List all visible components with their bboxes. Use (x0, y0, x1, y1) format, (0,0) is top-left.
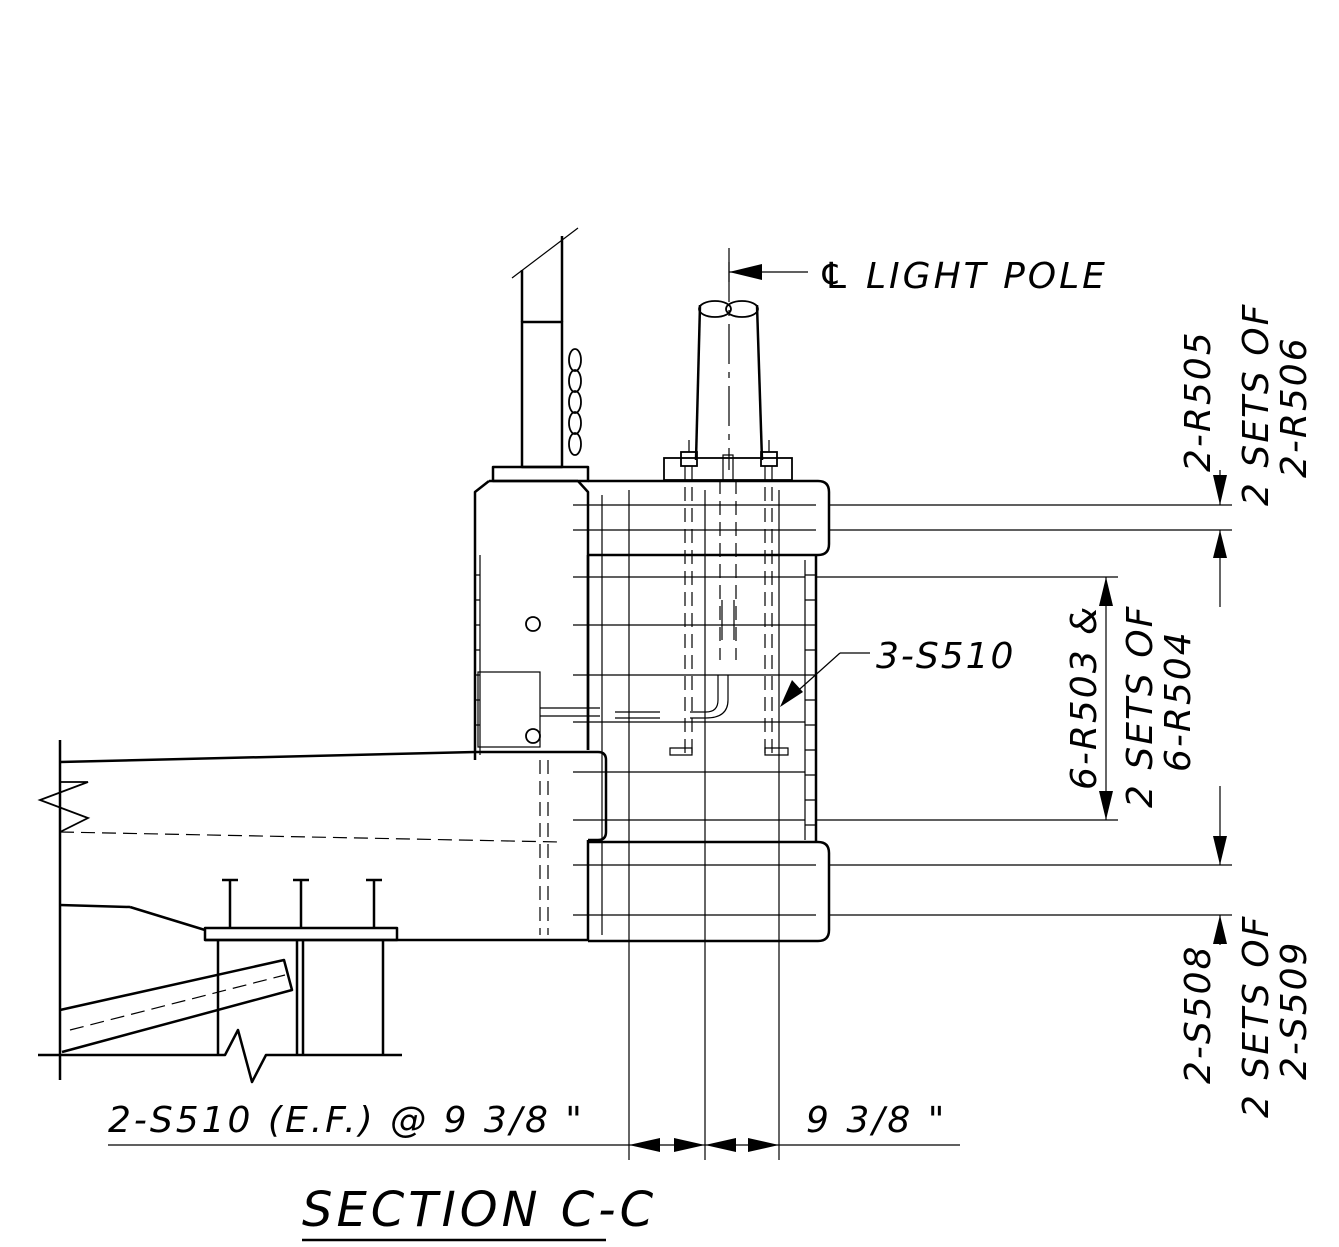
steel-girder (38, 878, 402, 1084)
barrier-outline (473, 479, 831, 943)
top-bars-mark-label: 2-R506 (1274, 336, 1315, 478)
mid-bars-mark-label: 6-R504 (1158, 630, 1199, 772)
light-pole (663, 300, 793, 481)
bottom-bars-label: 2-S508 (1178, 945, 1219, 1084)
bottom-bars-sets-label: 2 SETS OF (1236, 915, 1277, 1118)
reinforcement-grid (573, 490, 816, 1160)
stirrup-leader (780, 652, 870, 707)
light-pole-label: LIGHT POLE (866, 256, 1108, 297)
face-ticks (475, 574, 816, 826)
top-bars-sets-label: 2 SETS OF (1236, 303, 1277, 506)
section-title: SECTION C-C (302, 1182, 657, 1238)
parapet-post (491, 227, 590, 483)
centerline-leader (729, 264, 808, 280)
right-dimensions (816, 470, 1232, 945)
mid-bars-sets-label: 2 SETS OF (1120, 605, 1161, 808)
centerline-symbol: ℄ (818, 256, 850, 297)
bottom-dimension (108, 1138, 960, 1152)
bottom-bars-mark-label: 2-S509 (1274, 941, 1315, 1080)
deck-slab (37, 740, 598, 1080)
top-bars-label: 2-R505 (1178, 330, 1219, 472)
stirrup-callout: 3-S510 (876, 636, 1015, 677)
spacing-label-left: 2-S510 (E.F.) @ 9 3/8 " (108, 1100, 585, 1141)
anchor-bolts (669, 466, 789, 756)
spacing-label-right: 9 3/8 " (806, 1100, 947, 1141)
mid-bars-label: 6-R503 & (1064, 605, 1105, 790)
